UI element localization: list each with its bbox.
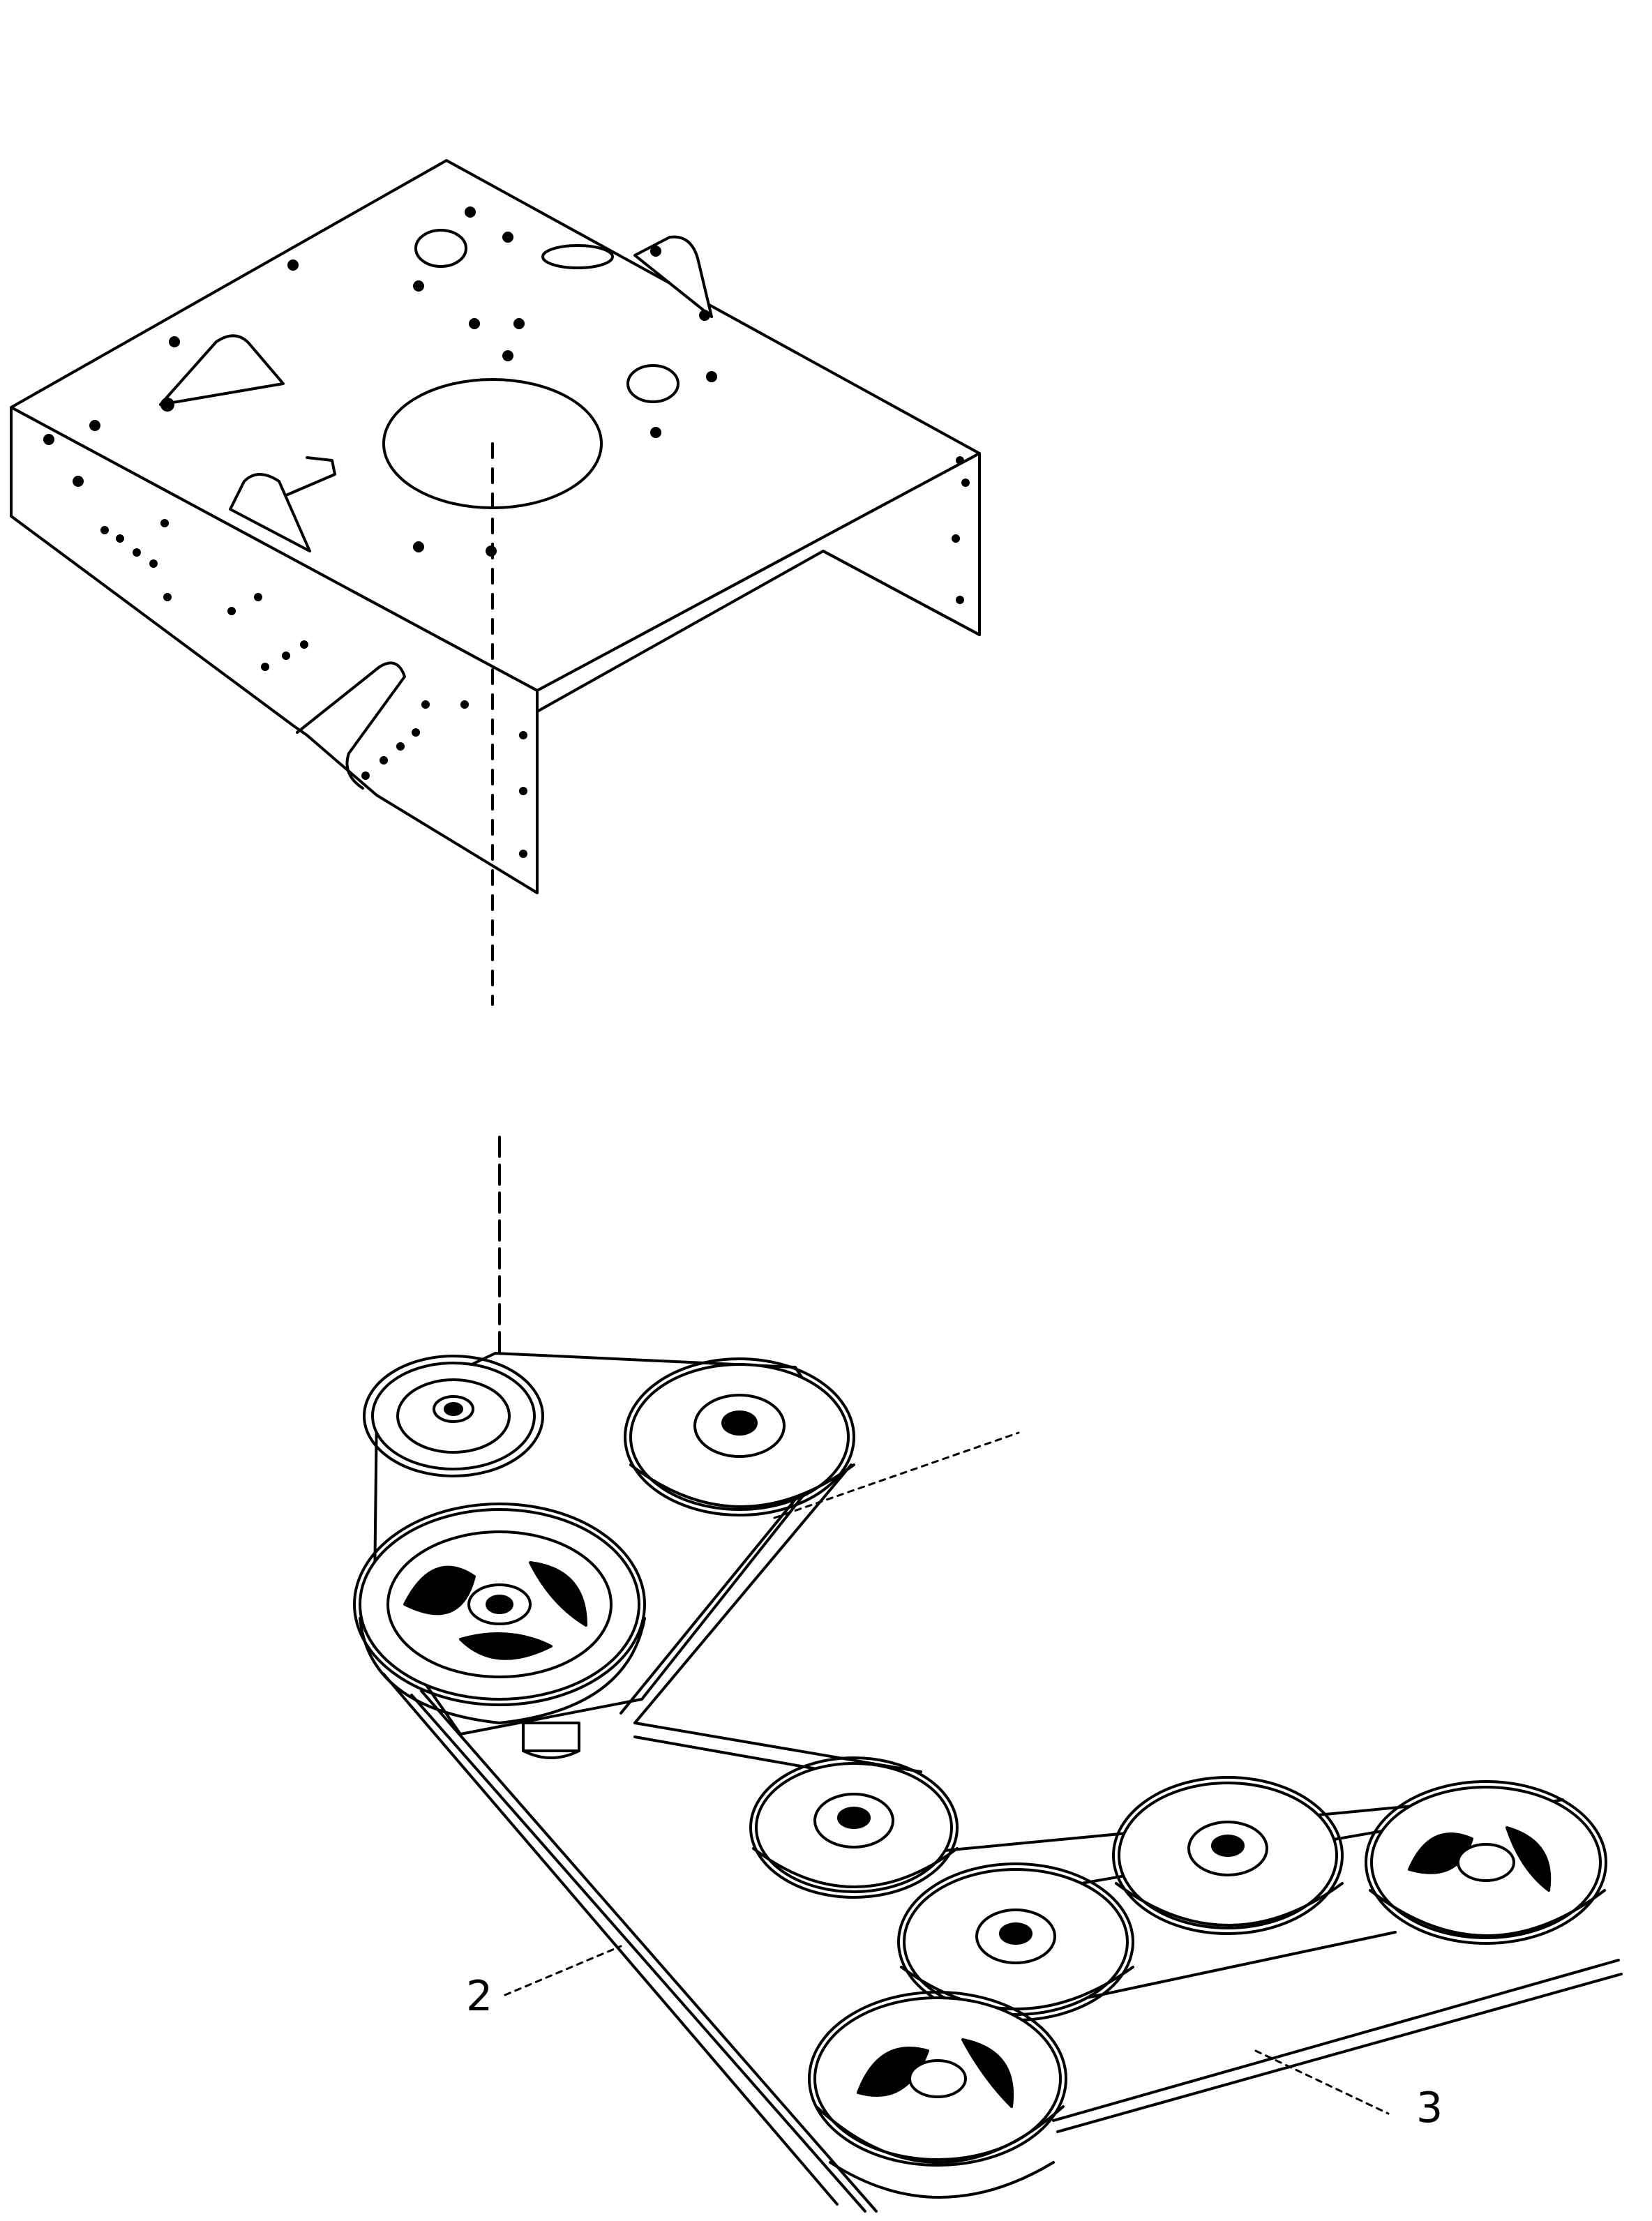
deck-flange-notch	[296, 661, 406, 790]
pulley	[363, 1355, 544, 1477]
leader-line-1	[773, 1431, 1020, 1519]
leader-line-3	[1254, 2049, 1390, 2115]
deck-bracket-tab	[285, 456, 336, 497]
deck-hole	[414, 229, 467, 268]
pulley	[749, 1756, 959, 1899]
pulley	[624, 1357, 855, 1516]
deck-slot	[541, 244, 614, 269]
pulley	[1112, 1776, 1344, 1935]
deck-bracket	[633, 235, 713, 318]
deck-bracket	[159, 334, 285, 406]
callout-label-2: 2	[466, 1972, 493, 2021]
deck-bracket	[229, 473, 311, 552]
deck-fasteners	[43, 206, 970, 858]
pulley	[353, 1503, 646, 1759]
pulley	[808, 1991, 1067, 2199]
callout-label-3: 3	[1416, 2084, 1443, 2132]
leader-line-2	[504, 1945, 622, 1996]
deck-plate	[10, 159, 981, 894]
deck-left-flange	[10, 406, 539, 894]
pulley	[1365, 1780, 1607, 1945]
deck-hole	[626, 364, 679, 403]
